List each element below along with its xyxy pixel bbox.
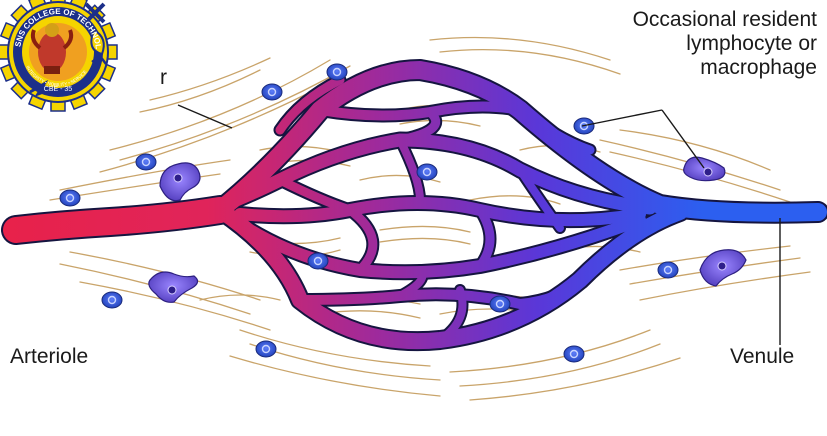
lymphocyte-cell	[102, 292, 122, 308]
fiber-strand	[380, 238, 470, 244]
partial-label-fragment: r	[160, 66, 167, 90]
fiber-strand	[380, 226, 470, 232]
macrophage-nucleus	[704, 168, 712, 176]
lymphocyte-cell	[60, 190, 80, 206]
occasional-label-line-2: lymphocyte or	[633, 32, 817, 56]
lymphocyte-cell	[658, 262, 678, 278]
occasional-resident-label: Occasional resident lymphocyte or macrop…	[633, 8, 817, 80]
capillary-segment	[280, 180, 350, 210]
lymphocyte-cell	[256, 341, 276, 357]
pointer-fragment	[178, 105, 232, 128]
lymphocyte-cell	[262, 84, 282, 100]
lymphocyte-cell	[327, 64, 347, 80]
macrophage-nucleus	[718, 262, 726, 270]
lymphocyte-cell	[308, 253, 328, 269]
lymphocyte-cell	[417, 164, 437, 180]
lymphocyte-cell	[564, 346, 584, 362]
venule-label: Venule	[730, 345, 794, 369]
fiber-strand	[460, 344, 660, 386]
fiber-strand	[470, 358, 680, 400]
macrophage-nucleus	[168, 286, 176, 294]
fiber-strand	[430, 38, 610, 61]
fiber-strand	[230, 356, 440, 396]
lymphocyte-cell	[490, 296, 510, 312]
macrophage-cell	[684, 157, 725, 181]
college-seal-icon: CBE - 35 SNS COLLEGE OF TECHNOLOGY INTEG…	[0, 0, 132, 128]
pointer-to-macrophage	[662, 110, 704, 168]
fiber-strand	[150, 58, 270, 100]
fiber-strand	[200, 295, 280, 300]
occasional-label-line-3: macrophage	[633, 56, 817, 80]
arteriole-label: Arteriole	[10, 345, 88, 369]
occasional-label-line-1: Occasional resident	[633, 8, 817, 32]
macrophage-nucleus	[174, 174, 182, 182]
lymphocyte-cell	[136, 154, 156, 170]
pointer-to-lymphocyte	[582, 110, 662, 126]
